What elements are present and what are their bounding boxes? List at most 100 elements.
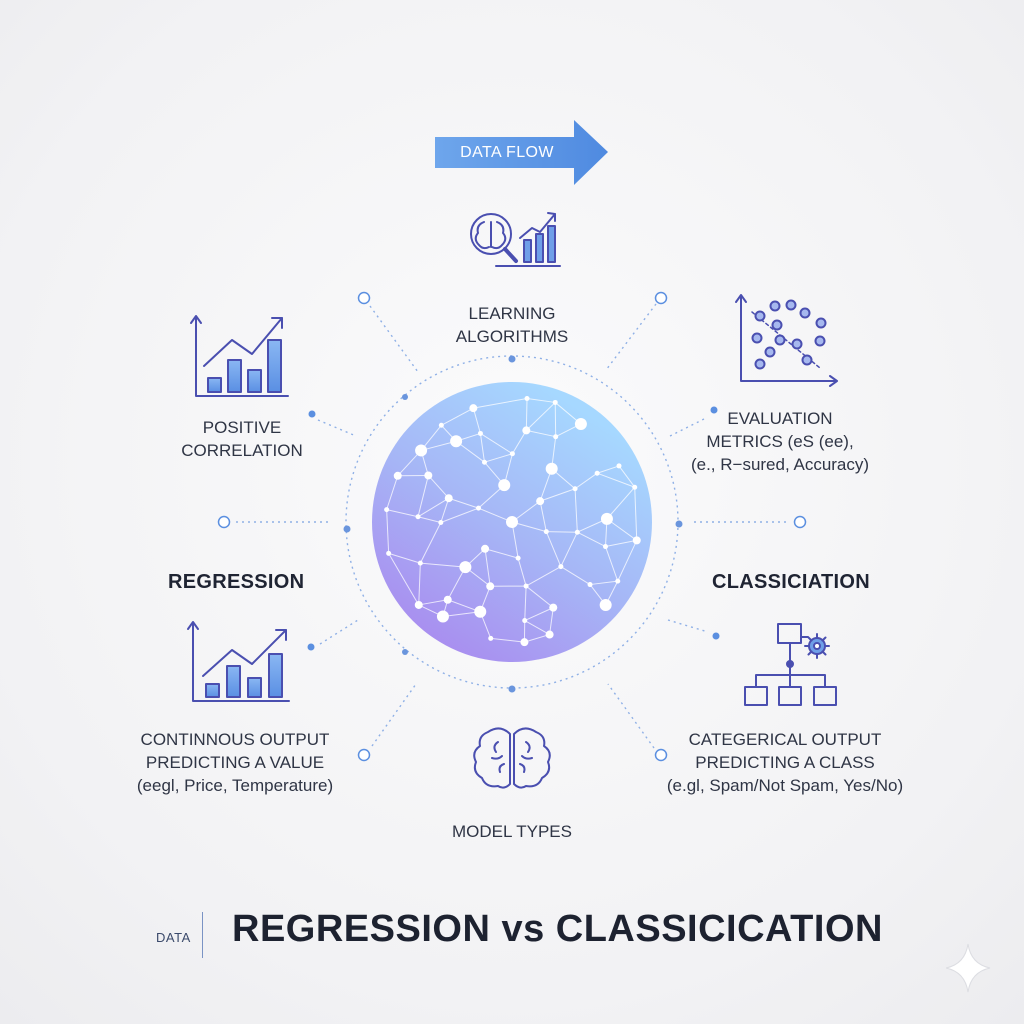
mesh-edge — [605, 546, 619, 582]
sparkle-icon — [945, 943, 991, 993]
mesh-edge — [560, 532, 578, 567]
mesh-node — [469, 404, 478, 413]
mesh-edge — [524, 634, 550, 643]
mesh-edge — [596, 465, 620, 474]
mesh-node — [543, 529, 549, 535]
neural-network-sphere-icon — [372, 382, 652, 662]
classification-line-2: PREDICTING A CLASS — [695, 753, 875, 772]
mesh-edge — [484, 453, 513, 463]
mesh-edge — [526, 397, 556, 403]
bar-chart-trend-icon — [190, 315, 289, 397]
mesh-node — [488, 635, 494, 641]
mesh-edge — [574, 472, 598, 490]
positive-correlation-line-1: POSITIVE — [202, 418, 282, 437]
mesh-edge — [427, 475, 450, 499]
regression-line-2: PREDICTING A VALUE — [145, 753, 325, 772]
classification-line-3: (e.gl, Spam/Not Spam, Yes/No) — [666, 776, 904, 795]
regression-line-1: CONTINNOUS OUTPUT — [140, 730, 330, 749]
mesh-edge — [596, 472, 635, 488]
mesh-edge — [539, 488, 576, 502]
mesh-node — [522, 618, 528, 624]
mesh-edge — [525, 585, 554, 609]
positive-correlation-label: POSITIVE CORRELATION — [162, 416, 322, 462]
orbit-dots — [343, 355, 683, 693]
mesh-node — [444, 494, 453, 503]
mesh-node — [417, 560, 423, 566]
mesh-node — [481, 544, 490, 553]
mesh-edge — [606, 518, 638, 541]
mesh-edge — [545, 531, 562, 567]
mesh-edge — [386, 475, 399, 510]
mesh-edge — [525, 566, 562, 587]
mesh-node — [587, 582, 593, 588]
learning-algorithms-line-1: LEARNING — [468, 304, 556, 323]
mesh-node — [506, 516, 518, 528]
brain-icon — [473, 727, 551, 789]
mesh-edge — [440, 507, 479, 523]
mesh-edge — [418, 599, 448, 606]
mesh-edge — [386, 509, 390, 554]
mesh-node — [443, 595, 452, 604]
mesh-node — [386, 550, 392, 556]
mesh-node — [574, 417, 587, 430]
mesh-node — [615, 578, 621, 584]
regression-heading: REGRESSION — [168, 571, 305, 593]
mesh-node — [632, 536, 641, 545]
mesh-node — [523, 583, 529, 589]
footer-divider — [202, 912, 203, 958]
mesh-edge — [448, 497, 479, 509]
mesh-node — [599, 598, 612, 611]
mesh-node — [450, 435, 463, 448]
mesh-edge — [524, 607, 554, 622]
mesh-edge — [517, 557, 527, 587]
mesh-node — [524, 395, 530, 401]
mesh-node — [436, 610, 449, 623]
mesh-node — [594, 470, 600, 476]
regression-line-3: (eegl, Price, Temperature) — [136, 776, 334, 795]
mesh-node — [415, 444, 428, 457]
mesh-edge — [419, 522, 442, 564]
mesh-edge — [525, 398, 528, 431]
mesh-edge — [420, 440, 457, 451]
mesh-node — [574, 529, 580, 535]
mesh-node — [477, 430, 483, 436]
classification-line-1: CATEGΕRICAL OUTPUT — [688, 730, 882, 749]
mesh-edge — [388, 553, 420, 606]
mesh-edge — [386, 509, 419, 518]
bar-chart-trend-icon — [187, 621, 290, 702]
mesh-edge — [524, 586, 527, 621]
mesh-node — [536, 497, 545, 506]
mesh-edge — [484, 548, 519, 559]
model-types-label: MODEL TYPES — [452, 822, 572, 841]
mesh-edge — [447, 566, 466, 600]
connector-lines — [236, 303, 790, 749]
mesh-node — [549, 603, 558, 612]
mesh-node — [632, 484, 638, 490]
classification-description: CATEGΕRICAL OUTPUT PREDICTING A CLASS (e… — [660, 728, 910, 797]
mesh-edge — [418, 563, 421, 605]
mesh-edge — [472, 408, 481, 434]
mesh-edge — [618, 465, 636, 488]
regression-description: CONTINNOUS OUTPUT PREDICTING A VALUE (ee… — [110, 728, 360, 797]
learning-algorithms-label: LEARNING ALGORITHMS — [412, 302, 612, 348]
mesh-edge — [417, 475, 429, 517]
mesh-node — [515, 555, 521, 561]
evaluation-metrics-label: EVALUATION METRICS (eS (ee), (e., R−sure… — [662, 407, 898, 476]
mesh-node — [481, 459, 487, 465]
mesh-node — [474, 605, 487, 618]
mesh-node — [438, 519, 444, 525]
evaluation-metrics-line-2: METRICS (eS (ee), — [706, 432, 854, 451]
mesh-edge — [577, 531, 606, 547]
mesh-node — [572, 486, 578, 492]
mesh-node — [414, 600, 423, 609]
positive-correlation-line-2: CORRELATION — [181, 441, 303, 460]
mesh-edge — [560, 566, 591, 585]
mesh-node — [438, 422, 444, 428]
mesh-edge — [479, 433, 485, 463]
mesh-edge — [549, 607, 554, 635]
mesh-edge — [617, 540, 638, 582]
brain-magnifier-chart-icon — [470, 212, 561, 267]
mesh-edge — [546, 531, 578, 533]
mesh-node — [384, 507, 390, 513]
